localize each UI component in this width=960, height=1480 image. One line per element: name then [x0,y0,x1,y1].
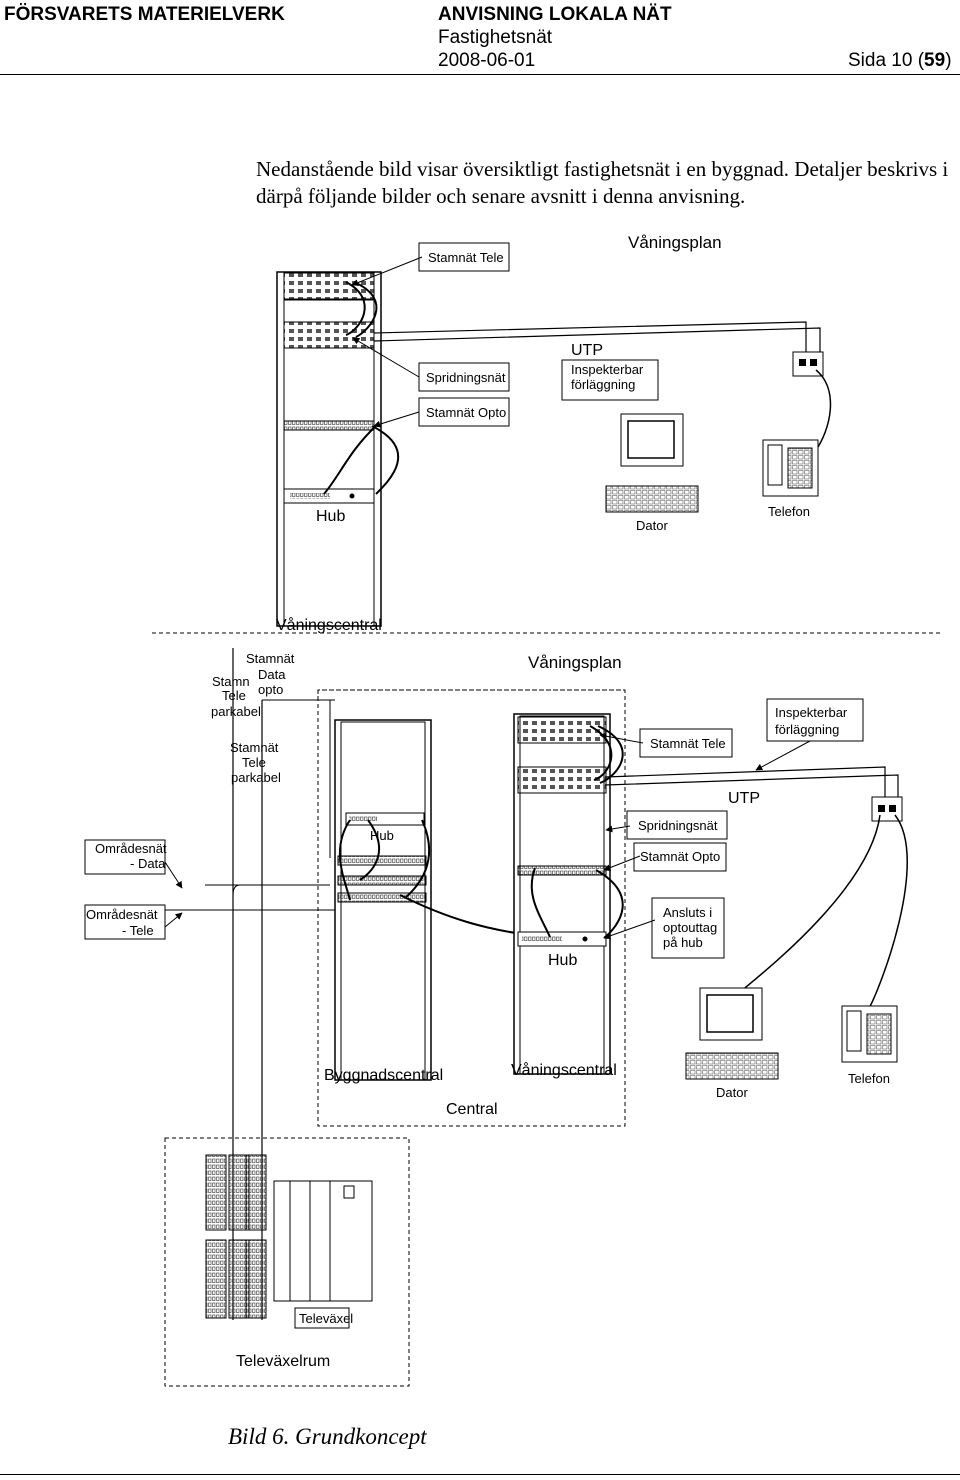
top-vaningscentral-label: Våningscentral [276,616,382,634]
bottom-vaningscentral-label: Våningscentral [511,1061,617,1079]
top-dator-label: Dator [636,518,668,533]
stamnat-tele-park-2: Tele [242,755,266,770]
stamn-tele-2: Tele [222,688,246,703]
telephone-icon [762,439,819,497]
doc-title: ANVISNING LOKALA NÄT [438,4,672,25]
pbx-cabinet [273,1180,373,1302]
televaxelrum-label: Televäxelrum [236,1353,330,1370]
intro-paragraph: Nedanstående bild visar översiktligt fas… [256,157,949,208]
top-spridningsnat-label: Spridningsnät [426,370,506,385]
bottom-inspekterbar-label-1: Inspekterbar [775,705,848,720]
distribution-frames [205,1154,267,1319]
doc-date: 2008-06-01 [438,50,536,71]
top-stamnat-tele-label: Stamnät Tele [428,250,504,265]
header-rule [0,74,960,75]
bottom-hub-left-label: Hub [370,828,394,843]
bottom-utp-label: UTP [728,790,760,807]
ansluts-1: Ansluts i [663,905,712,920]
bottom-dator-label: Dator [716,1085,748,1100]
stamn-tele-3: parkabel [211,704,261,719]
omradesnat-tele-1: Områdesnät [86,907,158,922]
building-rack [334,719,432,1081]
byggnadscentral-label: Byggnadscentral [324,1067,443,1084]
doc-subtitle: Fastighetsnät [438,27,553,48]
bottom-inspekterbar-label-2: förläggning [775,722,839,737]
televaxel-label: Televäxel [299,1311,353,1326]
top-inspekterbar-label-1: Inspekterbar [571,362,644,377]
footer-rule [0,1474,960,1475]
figure-caption: Bild 6. Grundkoncept [228,1424,427,1449]
top-telefon-label: Telefon [768,504,810,519]
computer-icon [605,413,699,513]
stamnat-tele-park-3: parkabel [231,770,281,785]
central-label: Central [446,1101,498,1118]
stamnat-data-1: Stamnät [246,651,295,666]
telephone-icon-2 [841,1005,898,1063]
omradesnat-data-1: Områdesnät [95,841,167,856]
ansluts-2: optouttag [663,920,717,935]
floor-rack [513,713,611,1075]
top-inspekterbar-label-2: förläggning [571,377,635,392]
stamnat-data-3: opto [258,682,283,697]
ansluts-3: på hub [663,935,703,950]
omradesnat-data-2: - Data [130,856,166,871]
bottom-telefon-label: Telefon [848,1071,890,1086]
bottom-spridningsnat-label: Spridningsnät [638,818,718,833]
stamn-tele-1: Stamn [212,674,250,689]
pbx-room-frame [164,1137,410,1387]
bottom-stamnat-tele-label: Stamnät Tele [650,736,726,751]
top-stamnat-opto-label: Stamnät Opto [426,405,506,420]
computer-icon-2 [685,987,779,1080]
top-utp-label: UTP [571,342,603,359]
org-name: FÖRSVARETS MATERIELVERK [4,4,285,25]
bottom-vaningsplan-label: Våningsplan [528,653,622,672]
top-vaningsplan-label: Våningsplan [628,233,722,252]
bottom-hub-right-label: Hub [548,952,577,969]
top-rack [276,271,382,627]
top-hub-label: Hub [316,508,345,525]
bottom-stamnat-opto-label: Stamnät Opto [640,849,720,864]
omradesnat-tele-2: - Tele [122,923,154,938]
stamnat-data-2: Data [258,667,286,682]
stamnat-tele-park-1: Stamnät [230,740,279,755]
page-number: Sida 10 (59) [848,50,952,71]
